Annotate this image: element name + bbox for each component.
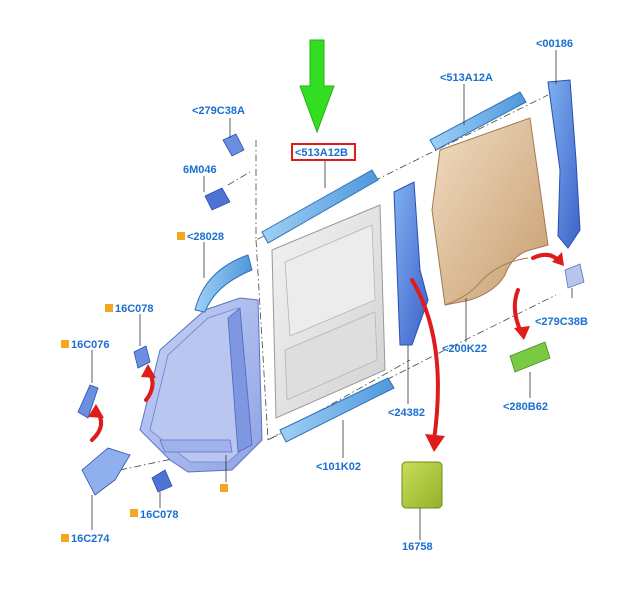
label-16C078-top[interactable]: 16C078 <box>115 303 154 315</box>
label-279C38A[interactable]: <279C38A <box>192 105 245 117</box>
leader-lines <box>91 50 573 540</box>
label-6M046[interactable]: 6M046 <box>183 164 217 176</box>
part-16C078-top-bracket <box>133 345 151 369</box>
part-16C076-bracket <box>77 384 99 419</box>
part-16C274-bracket <box>81 447 131 496</box>
part-24382-b-pillar <box>393 181 429 346</box>
label-513A12B[interactable]: <513A12B <box>295 147 348 159</box>
highlight-box <box>291 143 356 161</box>
label-16C076[interactable]: 16C076 <box>71 339 110 351</box>
part-door-panel <box>271 204 386 419</box>
green-pointer-arrow <box>299 39 335 134</box>
label-513A12A[interactable]: <513A12A <box>440 72 493 84</box>
part-6M046-bracket <box>204 187 231 211</box>
part-200K22-quarter-panel <box>431 117 549 306</box>
label-16C078-bottom[interactable]: 16C078 <box>140 509 179 521</box>
part-16C078-bottom-bracket <box>151 469 173 493</box>
label-28028[interactable]: <28028 <box>187 231 224 243</box>
label-16C274[interactable]: 16C274 <box>71 533 110 545</box>
red-arrowheads <box>88 252 564 452</box>
label-200K22[interactable]: <200K22 <box>442 343 487 355</box>
part-labels: <00186 <513A12A <279C38A <513A12B 6M046 … <box>71 38 588 553</box>
part-16758-module <box>401 461 443 509</box>
part-513A12A-rail <box>429 91 527 151</box>
part-513A12B-rail <box>261 169 379 244</box>
label-279C38B[interactable]: <279C38B <box>535 316 588 328</box>
part-280B62-green-part <box>509 341 551 373</box>
front-side-frame <box>139 297 263 473</box>
part-00186-rear-pillar <box>547 79 581 249</box>
label-280B62[interactable]: <280B62 <box>503 401 548 413</box>
label-24382[interactable]: <24382 <box>388 407 425 419</box>
label-101K02[interactable]: <101K02 <box>316 461 361 473</box>
label-16758[interactable]: 16758 <box>402 541 433 553</box>
part-279C38B-bracket <box>564 263 585 289</box>
orange-markers <box>61 232 228 542</box>
part-28028-roof-pillar <box>194 254 253 313</box>
part-279C38A-bracket <box>222 133 245 157</box>
part-101K02-sill <box>279 377 395 443</box>
label-00186[interactable]: <00186 <box>536 38 573 50</box>
